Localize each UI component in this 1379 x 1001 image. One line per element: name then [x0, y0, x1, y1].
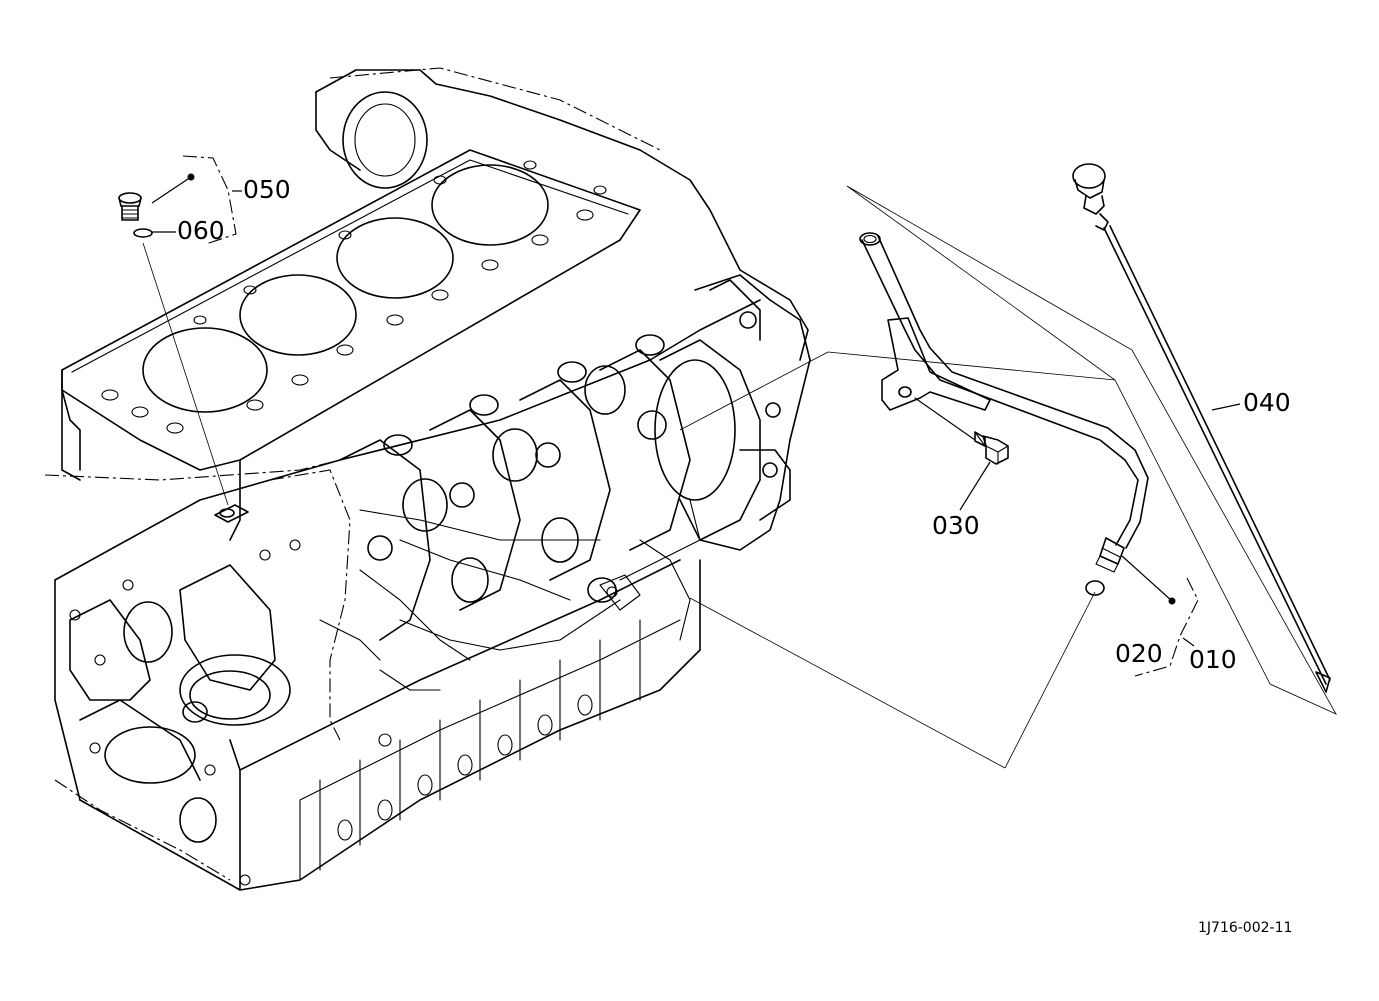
callout-010: 010 — [1189, 645, 1237, 674]
callout-030: 030 — [932, 511, 980, 540]
callout-group-040: 040 — [1211, 388, 1291, 417]
assembly-guide-lines — [142, 185, 1337, 769]
callout-060: 060 — [177, 216, 225, 245]
gasket-060 — [133, 228, 153, 238]
figure-id: 1J716-002-11 — [1198, 920, 1292, 936]
callout-group-030: 030 — [932, 461, 991, 540]
engine-block — [44, 67, 811, 891]
plug-050 — [118, 192, 142, 221]
callout-050: 050 — [243, 175, 291, 204]
callout-group-010-020: 020 010 — [1115, 555, 1237, 677]
o-ring-020 — [1085, 580, 1105, 596]
callout-040: 040 — [1243, 388, 1291, 417]
bolt-030 — [914, 397, 1009, 465]
callout-group-050-060: 050 060 — [151, 155, 291, 245]
callout-020: 020 — [1115, 639, 1163, 668]
dipstick-guide-tube — [859, 232, 1149, 573]
dipstick-040 — [1072, 163, 1331, 693]
